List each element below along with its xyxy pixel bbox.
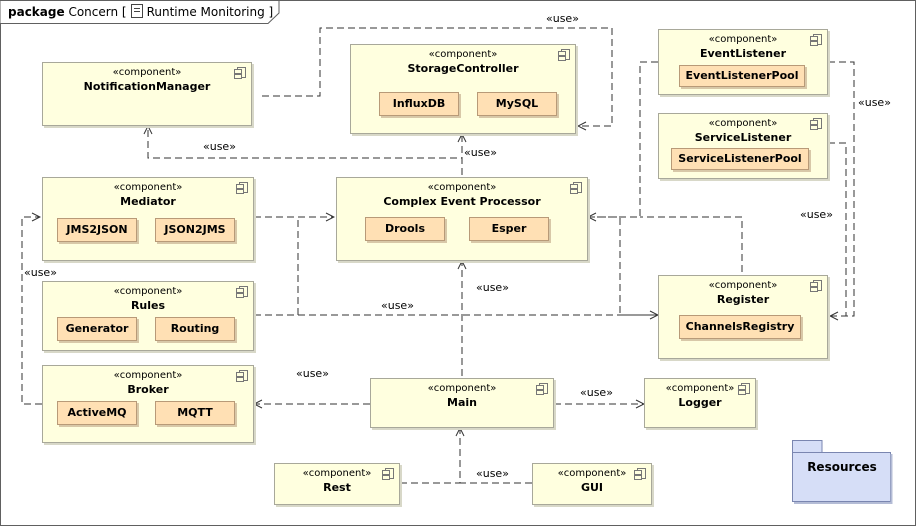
component-icon <box>738 383 750 395</box>
stereotype-label: «component» <box>557 468 627 479</box>
part-routing[interactable]: Routing <box>155 317 235 341</box>
package-name: Concern <box>68 5 119 19</box>
part-service-listener-pool[interactable]: ServiceListenerPool <box>671 148 809 170</box>
edge-rules-cep <box>254 217 299 316</box>
use-label-main-logger: «use» <box>580 386 613 399</box>
use-label-cep-notification: «use» <box>203 140 236 153</box>
stereotype-label: «component» <box>665 383 735 394</box>
stereotype-label: «component» <box>427 383 497 394</box>
part-mqtt[interactable]: MQTT <box>155 401 235 425</box>
use-label-servicelistener-register: «use» <box>800 208 833 221</box>
component-icon <box>810 280 822 292</box>
stereotype-label: «component» <box>708 280 778 291</box>
close-bracket: ] <box>268 5 274 19</box>
component-storage-controller[interactable]: «component» StorageController InfluxDB M… <box>350 44 576 134</box>
component-name: Logger <box>678 396 722 409</box>
stereotype-label: «component» <box>708 118 778 129</box>
component-icon <box>382 468 394 480</box>
component-name: Complex Event Processor <box>383 195 541 208</box>
part-influxdb[interactable]: InfluxDB <box>379 92 459 116</box>
use-label-cep-storage: «use» <box>464 146 497 159</box>
stereotype-label: «component» <box>113 370 183 381</box>
stereotype-label: «component» <box>302 468 372 479</box>
part-activemq[interactable]: ActiveMQ <box>57 401 137 425</box>
component-name: Broker <box>127 383 169 396</box>
component-broker[interactable]: «component» Broker ActiveMQ MQTT <box>42 365 254 443</box>
stereotype-label: «component» <box>427 182 497 193</box>
edge-eventlistener-register <box>828 61 855 316</box>
use-label-main-cep: «use» <box>476 281 509 294</box>
component-icon <box>558 49 570 61</box>
stereotype-label: «component» <box>428 49 498 60</box>
part-mysql[interactable]: MySQL <box>477 92 557 116</box>
part-channels-registry[interactable]: ChannelsRegistry <box>679 315 801 339</box>
use-label-gui-main: «use» <box>476 467 509 480</box>
component-notification-manager[interactable]: «component» NotificationManager <box>42 62 252 126</box>
edge-eventlistener-cep <box>588 61 658 217</box>
package-folder-icon <box>792 440 893 504</box>
open-bracket: [ <box>121 5 127 19</box>
component-gui[interactable]: «component» GUI <box>532 463 652 505</box>
component-icon <box>536 383 548 395</box>
stereotype-label: «component» <box>113 286 183 297</box>
part-generator[interactable]: Generator <box>57 317 137 341</box>
component-icon <box>810 118 822 130</box>
use-label-eventlistener-register: «use» <box>858 96 891 109</box>
component-event-listener[interactable]: «component» EventListener EventListenerP… <box>658 29 828 95</box>
component-icon <box>236 370 248 382</box>
use-label-broker-mediator: «use» <box>24 266 57 279</box>
component-icon <box>234 67 246 79</box>
component-name: Register <box>716 293 770 306</box>
component-name: Rules <box>130 299 166 312</box>
component-complex-event-processor[interactable]: «component» Complex Event Processor Droo… <box>336 177 588 261</box>
part-jms2json[interactable]: JMS2JSON <box>57 218 137 242</box>
component-icon <box>634 468 646 480</box>
component-name: Mediator <box>120 195 176 208</box>
part-json2jms[interactable]: JSON2JMS <box>155 218 235 242</box>
component-name: EventListener <box>700 47 786 60</box>
component-name: Main <box>447 396 477 409</box>
package-name: Resources <box>807 460 877 474</box>
component-name: ServiceListener <box>694 131 792 144</box>
component-icon <box>236 286 248 298</box>
stereotype-label: «component» <box>113 182 183 193</box>
use-label-notification-storage: «use» <box>546 12 579 25</box>
part-event-listener-pool[interactable]: EventListenerPool <box>679 65 805 87</box>
component-name: NotificationManager <box>83 80 211 93</box>
component-name: Rest <box>323 481 351 494</box>
stereotype-label: «component» <box>708 34 778 45</box>
use-label-main-broker: «use» <box>296 367 329 380</box>
component-name: GUI <box>580 481 604 494</box>
diagram-icon <box>130 4 143 18</box>
component-logger[interactable]: «component» Logger <box>644 378 756 428</box>
package-resources[interactable]: Resources <box>792 440 896 510</box>
component-icon <box>810 34 822 46</box>
edge-register-cep <box>640 216 743 272</box>
use-label-rules-register: «use» <box>381 299 414 312</box>
component-rest[interactable]: «component» Rest <box>274 463 400 505</box>
component-register[interactable]: «component» Register ChannelsRegistry <box>658 275 828 359</box>
diagram-name: Runtime Monitoring <box>146 5 265 19</box>
edge-notification-storage <box>262 27 613 126</box>
package-header: package Concern [ Runtime Monitoring ] <box>8 4 273 19</box>
component-main[interactable]: «component» Main <box>370 378 554 428</box>
edge-cep-notification <box>148 126 463 175</box>
component-service-listener[interactable]: «component» ServiceListener ServiceListe… <box>658 113 828 179</box>
package-keyword: package <box>8 5 65 19</box>
edge-cep-register <box>588 216 656 316</box>
edge-broker-mediator <box>21 217 42 405</box>
component-rules[interactable]: «component» Rules Generator Routing <box>42 281 254 351</box>
part-esper[interactable]: Esper <box>469 217 549 241</box>
component-icon <box>236 182 248 194</box>
component-icon <box>570 182 582 194</box>
part-drools[interactable]: Drools <box>365 217 445 241</box>
component-name: StorageController <box>407 62 519 75</box>
edge-servicelistener-register <box>828 142 847 316</box>
stereotype-label: «component» <box>112 67 182 78</box>
component-mediator[interactable]: «component» Mediator JMS2JSON JSON2JMS <box>42 177 254 261</box>
